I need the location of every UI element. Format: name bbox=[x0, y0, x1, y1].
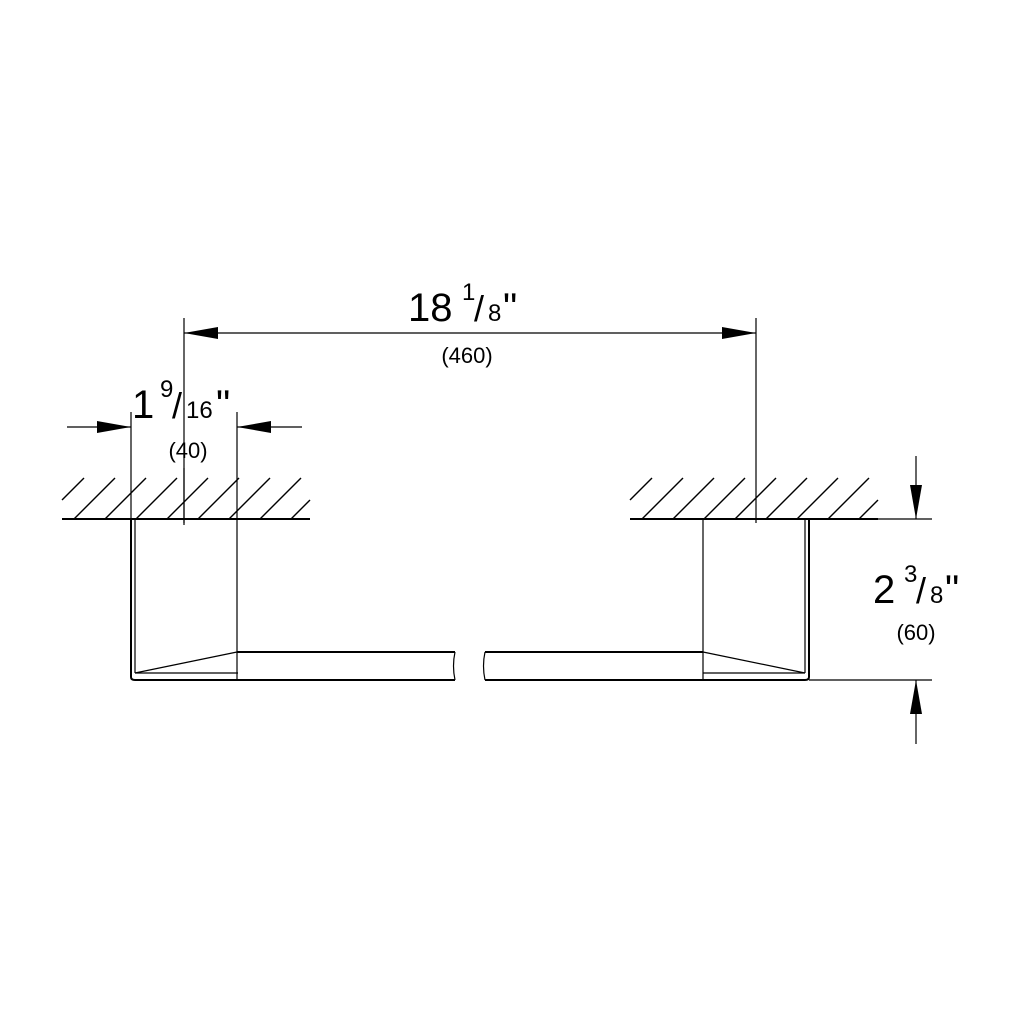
bracket-width-slash: / bbox=[172, 385, 182, 426]
left-wall-hatching bbox=[61, 477, 311, 520]
arrowhead-right bbox=[722, 327, 756, 339]
arrowhead-left bbox=[184, 327, 218, 339]
projection-metric: (60) bbox=[896, 620, 935, 645]
overall-width-slash: / bbox=[474, 288, 484, 329]
overall-width-unit: " bbox=[503, 286, 517, 330]
projection-dimension: 2 3 / 8 " (60) bbox=[809, 456, 959, 744]
bracket-width-numerator: 9 bbox=[160, 376, 173, 403]
bracket-width-label: 1 9 / 16 " bbox=[132, 376, 230, 427]
overall-width-denominator: 8 bbox=[488, 300, 501, 327]
projection-numerator: 3 bbox=[904, 561, 917, 588]
bracket-arrowhead-left bbox=[97, 421, 131, 433]
bracket-width-unit: " bbox=[216, 383, 230, 427]
overall-width-metric: (460) bbox=[441, 343, 492, 368]
overall-width-dimension: 18 1 / 8 " (460) bbox=[183, 279, 757, 523]
bracket-width-whole: 1 bbox=[132, 383, 154, 427]
right-wall bbox=[629, 477, 879, 520]
projection-arrowhead-bottom bbox=[910, 680, 922, 714]
projection-whole: 2 bbox=[873, 568, 895, 612]
left-bracket bbox=[130, 519, 238, 681]
bracket-width-dimension: 1 9 / 16 " (40) bbox=[67, 376, 302, 525]
right-bracket bbox=[702, 519, 810, 681]
left-wall bbox=[61, 477, 311, 520]
projection-slash: / bbox=[916, 570, 926, 611]
overall-width-label: 18 1 / 8 " bbox=[408, 279, 517, 330]
projection-denominator: 8 bbox=[930, 582, 943, 609]
overall-width-numerator: 1 bbox=[462, 279, 475, 306]
right-wall-hatching bbox=[629, 477, 879, 520]
bracket-arrowhead-right bbox=[237, 421, 271, 433]
overall-width-whole: 18 bbox=[408, 286, 453, 330]
bracket-width-metric: (40) bbox=[168, 438, 207, 463]
towel-bar bbox=[237, 651, 703, 681]
projection-label: 2 3 / 8 " bbox=[873, 561, 959, 612]
projection-unit: " bbox=[945, 568, 959, 612]
projection-arrowhead-top bbox=[910, 485, 922, 519]
bracket-width-denominator: 16 bbox=[186, 397, 213, 424]
